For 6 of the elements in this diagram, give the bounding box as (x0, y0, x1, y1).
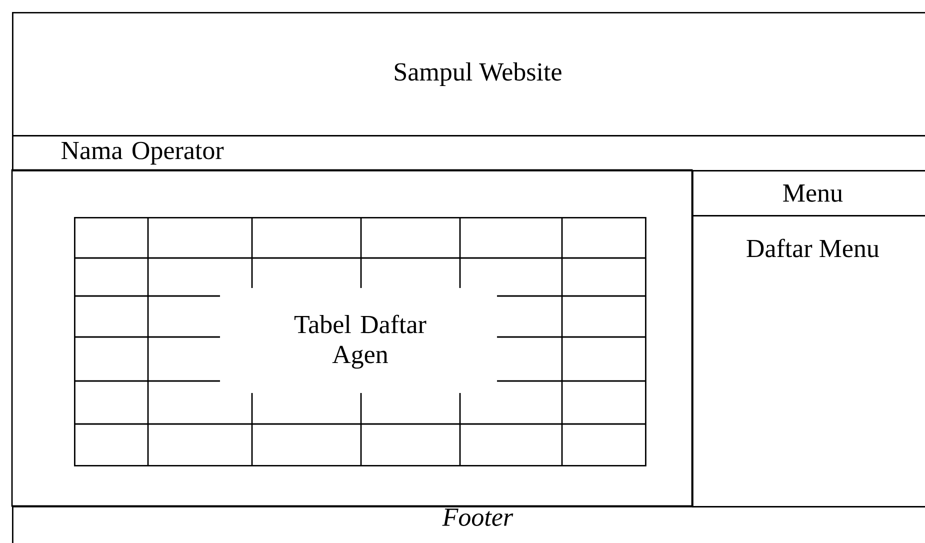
menu-list-box: Daftar Menu (692, 215, 925, 508)
operator-bar: Nama Operator (12, 135, 925, 172)
menu-heading-box: Menu (692, 170, 925, 216)
footer-bar: Footer (12, 506, 925, 543)
agent-table: Tabel Daftar Agen (74, 217, 646, 466)
header-box: Sampul Website (12, 12, 925, 136)
